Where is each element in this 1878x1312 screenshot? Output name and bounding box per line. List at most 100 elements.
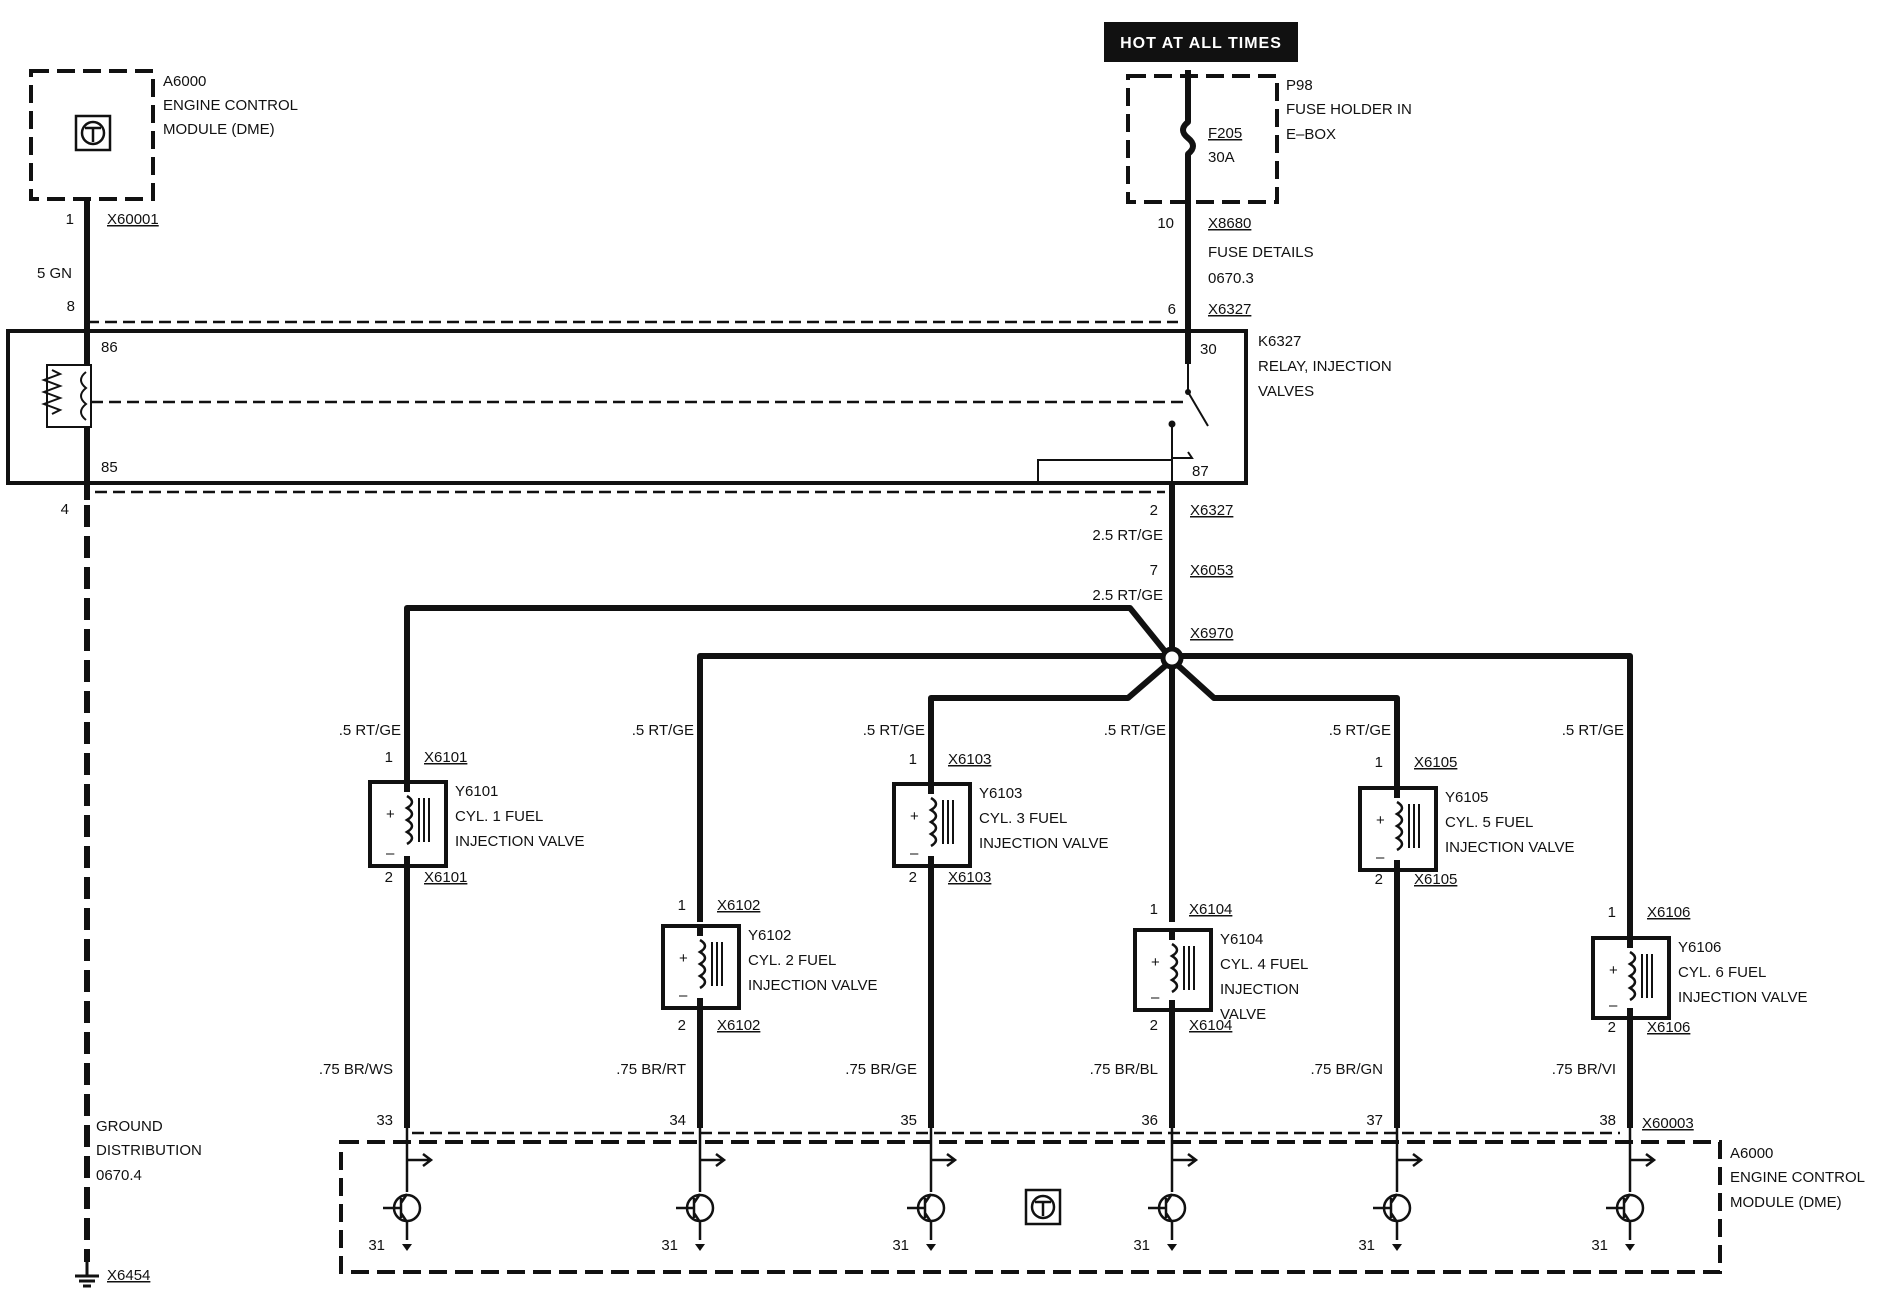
injector-1-return-wire: .75 BR/WS xyxy=(319,1061,393,1078)
ecm-bottom-name-line1: ENGINE CONTROL xyxy=(1730,1169,1865,1186)
fuse-connector: X8680 xyxy=(1208,215,1251,232)
ground-dist-line1: GROUND xyxy=(96,1118,163,1135)
injector-coil-icon xyxy=(1394,788,1420,870)
wire-5gn-label: 5 GN xyxy=(37,265,72,282)
ecm-module-icon xyxy=(74,114,112,152)
injector-valve-6: +– xyxy=(1591,936,1671,1020)
injector-2-feed-wire: .5 RT/GE xyxy=(632,722,694,739)
injector-2-pin-bottom: 2 xyxy=(678,1017,686,1034)
ecm-top-pin: 1 xyxy=(66,211,74,228)
injector-5-ecm-pin: 37 xyxy=(1366,1112,1383,1129)
splice-node-icon xyxy=(1160,646,1184,670)
injector-plus-symbol: + xyxy=(910,808,919,825)
injector-minus-symbol: – xyxy=(1376,849,1385,866)
injector-4-return-wire: .75 BR/BL xyxy=(1090,1061,1158,1078)
injector-3-return-wire: .75 BR/GE xyxy=(845,1061,917,1078)
transistor-icon xyxy=(383,1128,434,1251)
injector-3-name-line1: CYL. 3 FUEL xyxy=(979,810,1067,827)
injector-plus-symbol: + xyxy=(679,950,688,967)
injector-1-connector-top: X6101 xyxy=(424,749,467,766)
injector-6-name-line1: CYL. 6 FUEL xyxy=(1678,964,1766,981)
injector-5-name-line2: INJECTION VALVE xyxy=(1445,839,1574,856)
transistor-icon xyxy=(907,1128,958,1251)
relay-pin-85: 85 xyxy=(101,459,118,476)
ecm-bottom-name-line2: MODULE (DME) xyxy=(1730,1194,1842,1211)
ground-connector: X6454 xyxy=(107,1267,150,1284)
injector-valve-1: +– xyxy=(368,780,448,868)
ecm-bottom-module xyxy=(339,1128,1722,1274)
ecm-top-name-line1: ENGINE CONTROL xyxy=(163,97,298,114)
fuse-holder-ref: P98 xyxy=(1286,77,1313,94)
injector-6-pin-bottom: 2 xyxy=(1608,1019,1616,1036)
injector-1-pin-top: 1 xyxy=(385,749,393,766)
injector-3-ecm-pin: 35 xyxy=(900,1112,917,1129)
ground-icon xyxy=(75,1262,99,1288)
ecm-ground-pin-6: 31 xyxy=(1591,1237,1608,1254)
injector-minus-symbol: – xyxy=(1151,989,1160,1006)
injector-plus-symbol: + xyxy=(1376,812,1385,829)
ecm-bottom-connector: X60003 xyxy=(1642,1115,1694,1132)
injector-3-pin-top: 1 xyxy=(909,751,917,768)
fuse-amps: 30A xyxy=(1208,149,1235,166)
injectors: +–+–+–+–+–+– xyxy=(368,780,1671,1020)
injector-4-ref: Y6104 xyxy=(1220,931,1263,948)
injector-6-return-wire: .75 BR/VI xyxy=(1552,1061,1616,1078)
injector-6-ecm-pin: 38 xyxy=(1599,1112,1616,1129)
injector-valve-3: +– xyxy=(892,782,972,868)
relay-name-line1: RELAY, INJECTION xyxy=(1258,358,1392,375)
injector-5-ref: Y6105 xyxy=(1445,789,1488,806)
feed-wire-2-label: 2.5 RT/GE xyxy=(1092,587,1163,604)
injector-coil-icon xyxy=(697,926,723,1008)
fuse-pin: 10 xyxy=(1157,215,1174,232)
injector-5-connector-bottom: X6105 xyxy=(1414,871,1457,888)
ecm-top-name-line2: MODULE (DME) xyxy=(163,121,275,138)
relay-pin-87: 87 xyxy=(1192,463,1209,480)
injector-4-name-line1: CYL. 4 FUEL xyxy=(1220,956,1308,973)
injector-1-ecm-pin: 33 xyxy=(376,1112,393,1129)
injector-4-pin-bottom: 2 xyxy=(1150,1017,1158,1034)
injector-coil-icon xyxy=(404,782,430,866)
relay-name-line2: VALVES xyxy=(1258,383,1314,400)
injector-2-ecm-pin: 34 xyxy=(669,1112,686,1129)
splice-x6970-label: X6970 xyxy=(1190,625,1233,642)
relay-pin-30: 30 xyxy=(1200,341,1217,358)
ecm-module-icon xyxy=(1024,1188,1062,1226)
injector-coil-icon xyxy=(1627,938,1653,1018)
feed-connector-x6053: X6053 xyxy=(1190,562,1233,579)
injector-4-feed-wire: .5 RT/GE xyxy=(1104,722,1166,739)
injector-plus-symbol: + xyxy=(1151,954,1160,971)
relay-top-connector: X6327 xyxy=(1208,301,1251,318)
injector-3-name-line2: INJECTION VALVE xyxy=(979,835,1108,852)
relay-bottom-connector: X6327 xyxy=(1190,502,1233,519)
relay-k6327 xyxy=(6,329,1248,485)
ground-dist-line2: DISTRIBUTION xyxy=(96,1142,202,1159)
transistor-icon xyxy=(1606,1128,1657,1251)
fuse-holder-name-line2: E–BOX xyxy=(1286,126,1336,143)
injector-6-pin-top: 1 xyxy=(1608,904,1616,921)
injector-1-name-line2: INJECTION VALVE xyxy=(455,833,584,850)
relay-coil-icon xyxy=(41,364,92,428)
fuse-holder-name-line1: FUSE HOLDER IN xyxy=(1286,101,1412,118)
ecm-ground-pin-1: 31 xyxy=(368,1237,385,1254)
injector-2-connector-top: X6102 xyxy=(717,897,760,914)
hot-badge-label: HOT AT ALL TIMES xyxy=(1120,35,1282,52)
fuse-id: F205 xyxy=(1208,125,1242,142)
injector-3-connector-top: X6103 xyxy=(948,751,991,768)
injector-plus-symbol: + xyxy=(386,806,395,823)
injector-4-name-line2: INJECTION xyxy=(1220,981,1299,998)
relay-pin-86: 86 xyxy=(101,339,118,356)
injector-2-name-line1: CYL. 2 FUEL xyxy=(748,952,836,969)
injector-2-return-wire: .75 BR/RT xyxy=(616,1061,686,1078)
injector-3-feed-wire: .5 RT/GE xyxy=(863,722,925,739)
injector-2-ref: Y6102 xyxy=(748,927,791,944)
injector-6-connector-top: X6106 xyxy=(1647,904,1690,921)
relay-bottom-pin: 2 xyxy=(1150,502,1158,519)
fuse-holder-p98 xyxy=(1126,70,1279,226)
injector-4-pin-top: 1 xyxy=(1150,901,1158,918)
injector-5-pin-top: 1 xyxy=(1375,754,1383,771)
injector-3-pin-bottom: 2 xyxy=(909,869,917,886)
splice-pin-left-bottom: 4 xyxy=(61,501,69,518)
injector-minus-symbol: – xyxy=(679,987,688,1004)
injector-plus-symbol: + xyxy=(1609,962,1618,979)
